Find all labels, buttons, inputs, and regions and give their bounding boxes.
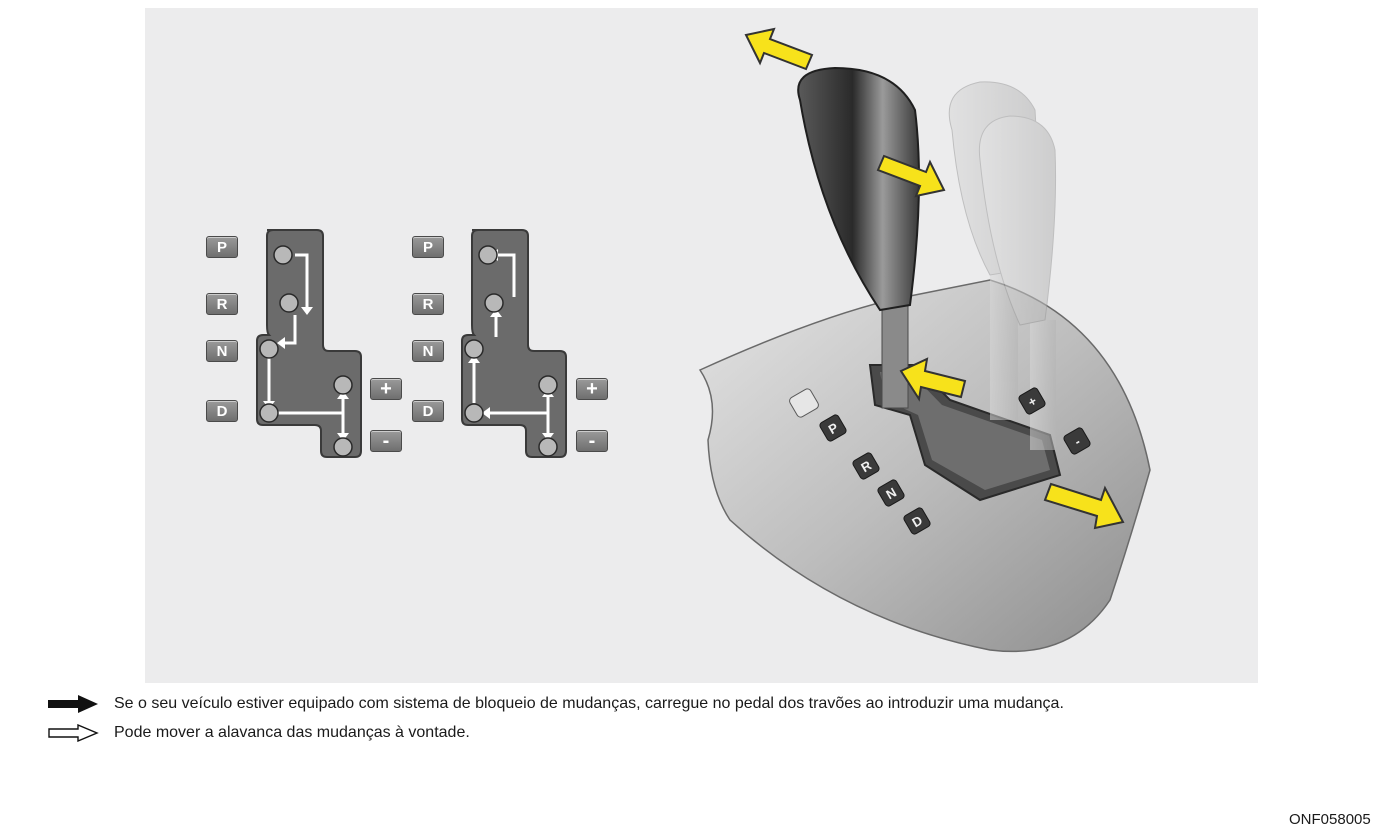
legend-solid-arrow-row: Se o seu veículo estiver equipado com si… <box>48 695 1064 713</box>
shift-knob <box>797 66 920 312</box>
manual-plus-label: + <box>370 378 402 400</box>
legend-outline-arrow-row: Pode mover a alavanca das mudanças à von… <box>48 724 470 742</box>
detent-plus <box>333 375 353 395</box>
manual-minus-label: - <box>576 430 608 452</box>
gate-path-left <box>256 229 362 458</box>
gear-label-p: P <box>206 236 238 258</box>
arrow-up-left-icon <box>899 357 967 402</box>
gear-label-r: R <box>412 293 444 315</box>
gear-label-r: R <box>206 293 238 315</box>
detent-p <box>273 245 293 265</box>
manual-plus-label: + <box>576 378 608 400</box>
legend-solid-arrow-text: Se o seu veículo estiver equipado com si… <box>114 695 1064 712</box>
shift-lever-illustration <box>698 66 1151 653</box>
detent-minus <box>333 437 353 457</box>
legend-outline-arrow-text: Pode mover a alavanca das mudanças à von… <box>114 724 470 741</box>
arrow-right-down-icon <box>1043 482 1125 530</box>
detent-n <box>259 339 279 359</box>
gear-label-d: D <box>412 400 444 422</box>
detent-r <box>279 293 299 313</box>
arrow-right-down-icon <box>876 154 946 198</box>
gear-label-n: N <box>412 340 444 362</box>
solid-arrow-icon <box>48 695 98 713</box>
figure-code: ONF058005 <box>1289 811 1371 828</box>
gear-label-n: N <box>206 340 238 362</box>
manual-minus-label: - <box>370 430 402 452</box>
gate-path-right <box>461 229 567 458</box>
outline-arrow-icon <box>48 724 99 742</box>
gear-label-p: P <box>412 236 444 258</box>
detent-d <box>259 403 279 423</box>
arrow-up-left-icon <box>744 27 814 71</box>
gear-label-d: D <box>206 400 238 422</box>
